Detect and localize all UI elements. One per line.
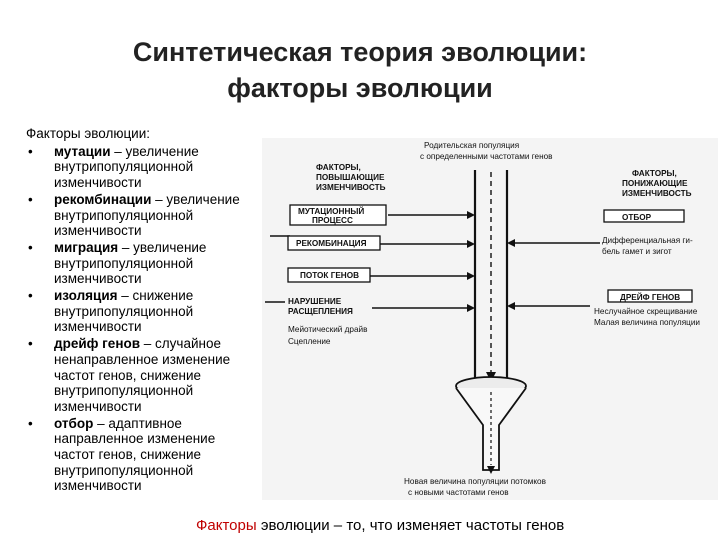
- gene-flow-box: [287, 267, 371, 283]
- factor-desc-line: направленное изменение: [54, 431, 216, 447]
- decrease-head-3: ИЗМЕНЧИВОСТЬ: [622, 189, 692, 198]
- factor-desc-line: частот генов, снижение: [54, 447, 202, 463]
- factor-desc: – снижение: [117, 288, 194, 304]
- factor-desc: – увеличение: [151, 191, 240, 207]
- factor-desc-line: изменчивости: [54, 398, 142, 414]
- segregation-4: Сцепление: [288, 337, 331, 346]
- factors-heading: Факторы эволюции:: [26, 126, 151, 141]
- footer-rest: эволюции – то, что изменяет частоты гено…: [256, 517, 565, 534]
- increase-head-3: ИЗМЕНЧИВОСТЬ: [316, 183, 386, 192]
- parent-pop-1: Родительская популяция: [424, 141, 519, 150]
- factor-desc: – адаптивное: [93, 415, 182, 431]
- gene-flow-label: ПОТОК ГЕНОВ: [300, 271, 359, 280]
- bullet-mark: •: [28, 191, 33, 207]
- recombination-box: [287, 235, 381, 251]
- drift-1: ДРЕЙФ ГЕНОВ: [620, 291, 680, 302]
- factor-desc-line: изменчивости: [54, 223, 142, 239]
- mutation-box: [289, 204, 387, 226]
- selection-2: Дифференциальная ги-: [602, 236, 693, 245]
- factor-desc-line: изменчивости: [54, 175, 142, 191]
- factor-desc-line: ненаправленное изменение: [54, 351, 231, 367]
- decrease-head-2: ПОНИЖАЮЩИЕ: [622, 179, 688, 188]
- funnel-icon: [455, 376, 527, 474]
- factor-desc-line: внутрипопуляционной: [54, 303, 194, 319]
- title-line-1: Синтетическая теория эволюции:: [132, 37, 588, 67]
- bullet-mark: •: [28, 239, 33, 255]
- factor-desc-line: внутрипопуляционной: [54, 159, 194, 175]
- segregation-3: Мейотический драйв: [288, 325, 367, 334]
- footer-caption: Факторы эволюции – то, что изменяет част…: [196, 517, 564, 534]
- factor-desc-line: внутрипопуляционной: [54, 462, 194, 478]
- selection-3: бель гамет и зигот: [602, 247, 672, 256]
- factor-desc-line: изменчивости: [54, 271, 142, 287]
- offspring-1: Новая величина популяции потомков: [404, 477, 546, 486]
- mutation-1: МУТАЦИОННЫЙ: [298, 205, 364, 216]
- segregation-2: РАСЩЕПЛЕНИЯ: [288, 307, 353, 316]
- factor-desc-line: изменчивости: [54, 319, 142, 335]
- decrease-head-1: ФАКТОРЫ,: [632, 169, 677, 178]
- factor-desc: – увеличение: [110, 143, 199, 159]
- bullet-mark: •: [28, 143, 33, 159]
- mutation-2: ПРОЦЕСС: [312, 216, 353, 225]
- bullet-mark: •: [28, 336, 33, 352]
- factor-desc-line: внутрипопуляционной: [54, 255, 194, 271]
- factor-term: миграция: [54, 239, 119, 255]
- factor-term: рекомбинации: [54, 191, 152, 207]
- offspring-2: с новыми частотами генов: [408, 488, 509, 497]
- slide-title: Синтетическая теория эволюции: факторы э…: [0, 34, 720, 106]
- factor-desc-line: частот генов, снижение: [54, 367, 202, 383]
- segregation-1: НАРУШЕНИЕ: [288, 297, 342, 306]
- increase-head-2: ПОВЫШАЮЩИЕ: [316, 173, 385, 182]
- factor-term: дрейф генов: [54, 336, 141, 352]
- title-line-2: факторы эволюции: [227, 73, 493, 103]
- factor-desc: – случайное: [140, 336, 221, 352]
- bullet-mark: •: [28, 415, 33, 431]
- recombination-label: РЕКОМБИНАЦИЯ: [296, 239, 367, 248]
- footer-red: Факторы: [196, 517, 257, 534]
- factor-desc: – увеличение: [118, 239, 207, 255]
- drift-2: Неслучайное скрещивание: [594, 307, 698, 316]
- drift-box: [607, 289, 693, 303]
- bullet-mark: •: [28, 288, 33, 304]
- factor-desc-line: внутрипопуляционной: [54, 383, 194, 399]
- factor-desc-line: изменчивости: [54, 478, 142, 494]
- factor-term: мутации: [54, 143, 111, 159]
- factor-desc-line: внутрипопуляционной: [54, 207, 194, 223]
- factor-term: изоляция: [54, 288, 118, 304]
- right-input-arrows: [507, 239, 600, 310]
- parent-pop-2: с определенными частотами генов: [420, 152, 553, 161]
- selection-1: ОТБОР: [622, 213, 652, 222]
- factor-term: отбор: [54, 415, 94, 431]
- left-input-arrows: [265, 211, 475, 312]
- selection-box: [603, 209, 685, 223]
- drift-3: Малая величина популяции: [594, 318, 700, 327]
- increase-head-1: ФАКТОРЫ,: [316, 163, 361, 172]
